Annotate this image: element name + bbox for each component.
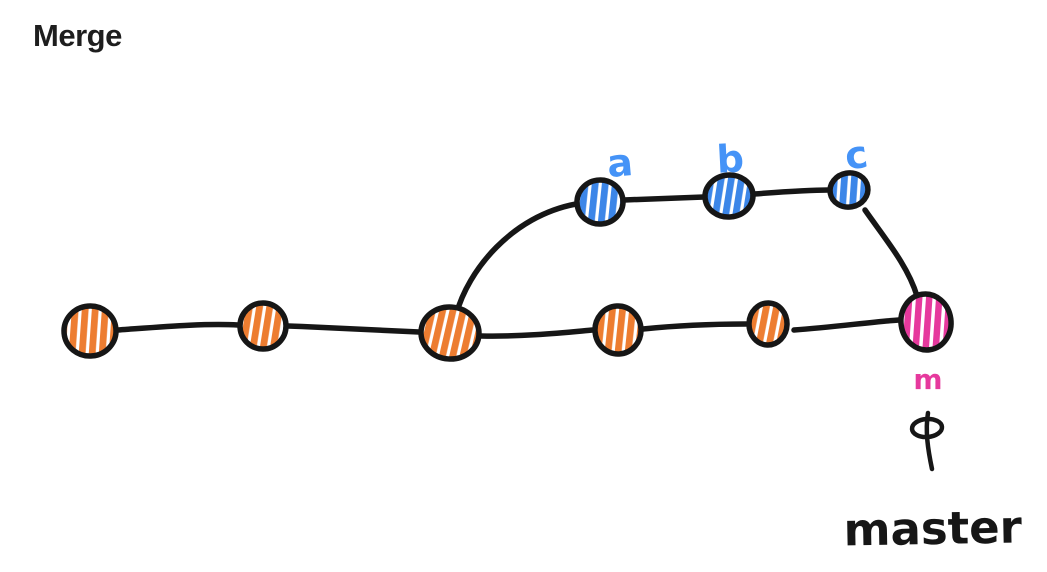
commit-node-feature-b — [702, 172, 756, 220]
branch-out-curve — [453, 201, 579, 318]
branch-pointer-label: master — [843, 500, 1023, 556]
feature-branch-edge-1 — [621, 194, 707, 203]
commit-node-main-2 — [237, 300, 289, 352]
feature-commit-label-c: c — [842, 132, 870, 179]
branch-pointer-arrow — [909, 410, 945, 472]
feature-commit-label-b: b — [716, 136, 745, 181]
commit-node-main-3-fork — [418, 304, 482, 362]
main-branch-edge-3 — [478, 327, 596, 339]
merge-commit-node — [898, 291, 954, 353]
main-branch-edge-1 — [115, 321, 241, 333]
feature-branch-edge-2 — [751, 187, 832, 197]
main-branch-edge-5 — [791, 317, 902, 333]
arrow-stem — [924, 410, 935, 472]
commit-node-feature-a — [574, 177, 626, 227]
merge-commit-label: m — [913, 363, 942, 396]
main-branch-edge-2 — [285, 323, 422, 335]
commit-node-main-5 — [746, 300, 790, 348]
main-branch-edge-4 — [640, 321, 749, 332]
page-title: Merge — [33, 18, 122, 53]
merge-in-curve — [862, 207, 920, 299]
commit-node-main-4 — [592, 303, 644, 357]
commit-node-feature-c — [827, 170, 871, 210]
feature-commit-label-a: a — [605, 140, 634, 186]
commit-node-main-1 — [61, 303, 119, 359]
